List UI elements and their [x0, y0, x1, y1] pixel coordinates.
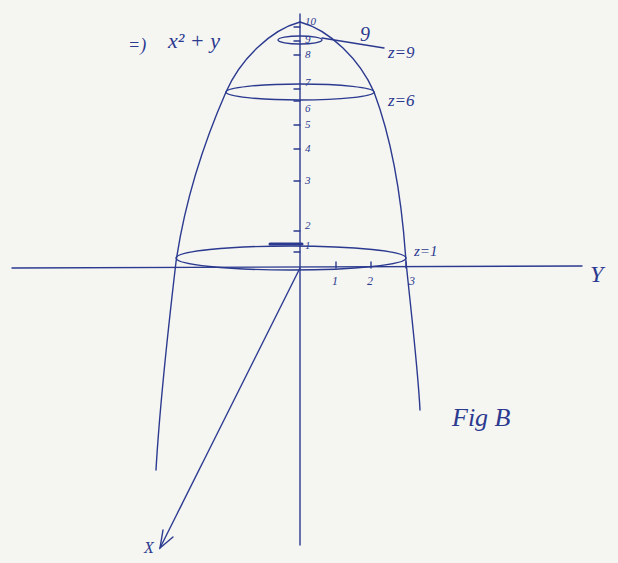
z-tick-number: 6 — [305, 103, 311, 114]
circle-equation: x² + y — [168, 30, 220, 52]
z-tick-number: 4 — [305, 143, 311, 154]
y-tick-number: 3 — [409, 275, 415, 287]
axis-label: Y — [590, 262, 603, 286]
z-tick-number: 1 — [305, 240, 311, 251]
axis-label: X — [144, 540, 154, 556]
z-tick-number: 7 — [305, 77, 311, 88]
level-label: z=9 — [388, 44, 415, 61]
equation-value: 9 — [360, 24, 370, 44]
z-tick-number: 8 — [305, 49, 311, 60]
z-tick-number: 2 — [305, 220, 311, 231]
implies-sign: =) — [128, 36, 146, 54]
level-label: z=6 — [388, 92, 415, 109]
z-tick-number: 3 — [305, 175, 311, 186]
figure-caption: Fig B — [452, 405, 511, 431]
level-label: z=1 — [414, 244, 437, 259]
z-tick-number: 10 — [305, 16, 316, 27]
y-tick-number: 1 — [332, 275, 338, 287]
z-tick-number: 5 — [305, 119, 311, 130]
z-tick-number: 9 — [305, 34, 311, 45]
y-tick-number: 2 — [367, 275, 373, 287]
